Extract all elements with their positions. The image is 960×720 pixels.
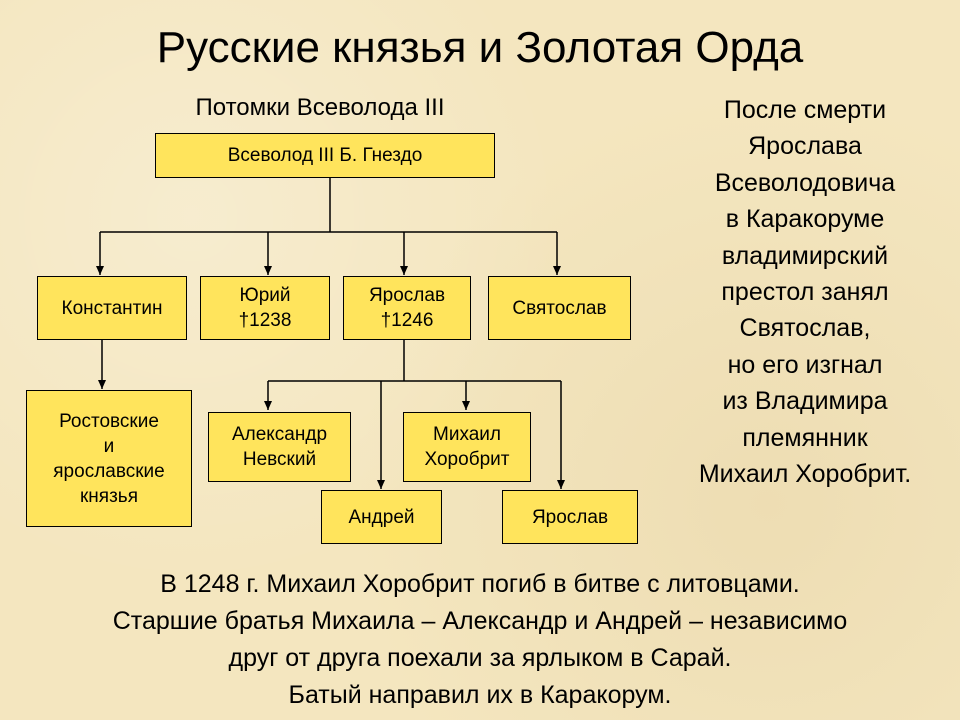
bottom-note-line: В 1248 г. Михаил Хоробрит погиб в битве …	[160, 570, 800, 598]
node-vsevolod: Всеволод III Б. Гнездо	[155, 133, 495, 178]
bottom-note-line: друг от друга поехали за ярлыком в Сарай…	[228, 644, 732, 672]
tree-heading: Потомки Всеволода III	[195, 94, 445, 121]
node-yuri: Юрий †1238	[200, 276, 330, 340]
slide-title: Русские князья и Золотая Орда	[156, 23, 804, 72]
side-note-line: престол занял	[721, 278, 889, 307]
side-note-line: владимирский	[721, 241, 889, 270]
side-note-line: в Каракоруме	[725, 205, 885, 234]
node-alexander: Александр Невский	[208, 412, 351, 482]
side-note-line: из Владимира	[722, 387, 888, 416]
node-rostov-princes: Ростовские и ярославские князья	[26, 390, 192, 527]
side-note-line: племянник	[742, 423, 868, 452]
side-note-line: Ярослава	[748, 132, 862, 161]
side-note-line: После смерти	[723, 96, 887, 124]
side-note-line: Всеволодовича	[714, 168, 896, 197]
node-konstantin: Константин	[37, 276, 187, 340]
side-note-line: но его изгнал	[727, 350, 883, 379]
node-andrei: Андрей	[321, 490, 442, 544]
node-mikhail: Михаил Хоробрит	[403, 412, 531, 482]
side-note-line: Михаил Хоробрит.	[698, 460, 912, 489]
side-note: После смерти Ярослава Всеволодовича в Ка…	[650, 92, 960, 492]
node-yaroslav: Ярослав †1246	[343, 276, 471, 340]
node-svyatoslav: Святослав	[488, 276, 631, 340]
bottom-note: В 1248 г. Михаил Хоробрит погиб в битве …	[0, 566, 960, 714]
side-note-line: Святослав,	[739, 314, 871, 343]
bottom-note-line: Старшие братья Михаила – Александр и Анд…	[112, 607, 848, 635]
bottom-note-line: Батый направил их в Каракорум.	[288, 681, 672, 709]
node-yaroslav-son: Ярослав	[502, 490, 638, 544]
